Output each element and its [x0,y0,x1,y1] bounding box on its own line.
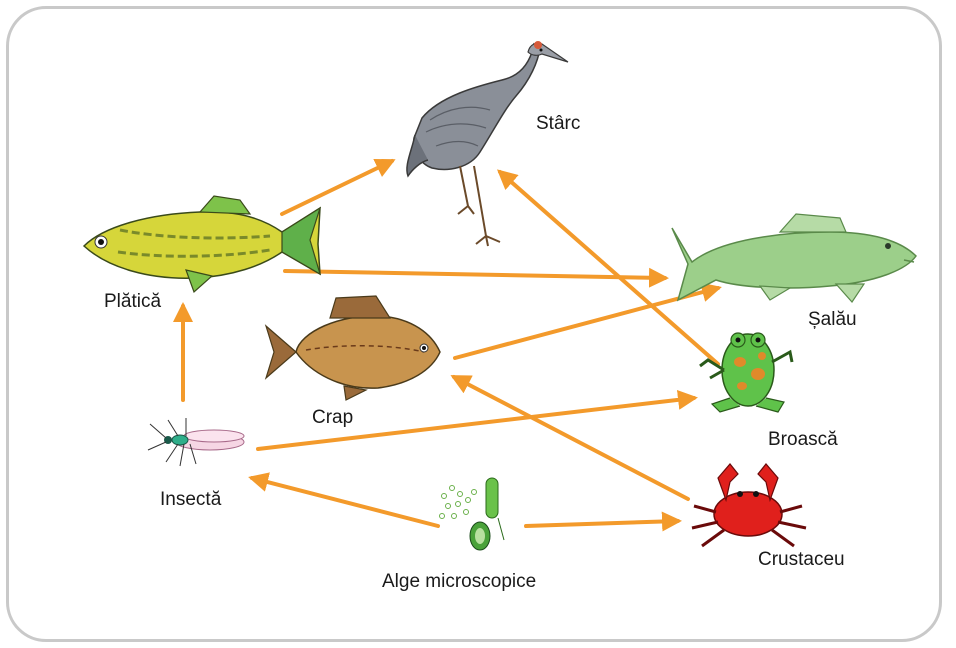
crab-icon [692,464,806,546]
frog-icon [700,333,792,412]
node-label-alge: Alge microscopice [382,572,536,591]
carp-fish-icon [266,296,440,400]
node-label-starc: Stârc [536,114,580,133]
heron-icon [407,41,568,246]
node-label-platica: Plătică [104,292,161,311]
arrow-alge-to-crustaceu [526,521,678,526]
algae-icon [440,478,505,550]
arrow-platica-to-salau [285,271,665,278]
arrow-broasca-to-starc [500,172,718,364]
arrow-platica-to-starc [282,161,392,214]
bream-fish-icon [84,196,320,292]
node-label-salau: Șalău [808,310,857,329]
insect-icon [148,418,244,466]
node-label-broasca: Broască [768,430,838,449]
node-label-crap: Crap [312,408,353,427]
node-label-crustaceu: Crustaceu [758,550,845,569]
node-label-insecta: Insectă [160,490,221,509]
arrow-alge-to-insecta [252,478,438,526]
arrows [183,161,718,526]
